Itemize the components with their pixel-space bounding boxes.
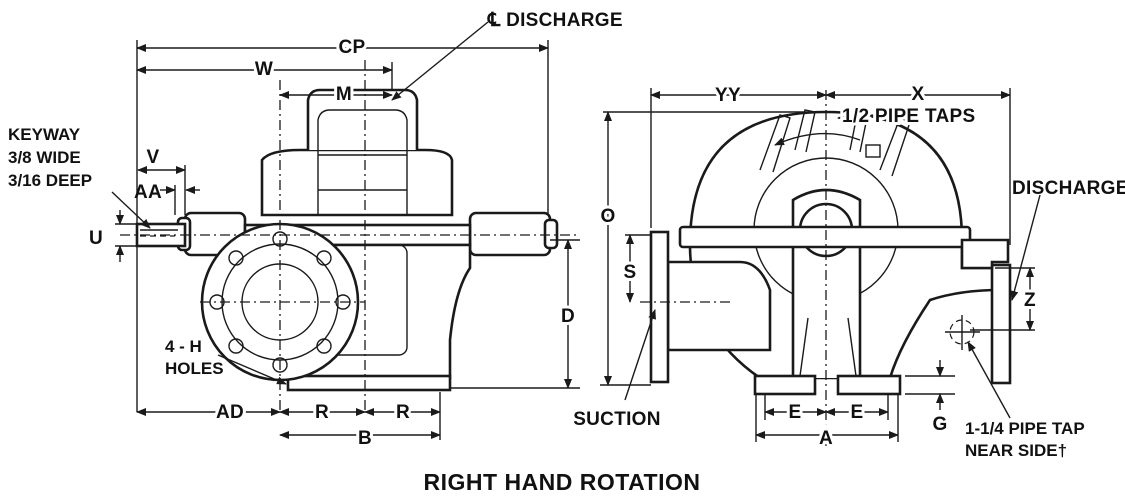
b-label: B xyxy=(358,428,372,449)
holes-label-2: HOLES xyxy=(165,359,224,378)
side-view xyxy=(111,21,580,440)
yy-label: YY xyxy=(715,85,741,106)
x-label: X xyxy=(912,84,925,105)
pipe-tap-label-1: 1-1/4 PIPE TAP xyxy=(965,419,1085,438)
d-label: D xyxy=(561,306,575,327)
keyway-label-3: 3/16 DEEP xyxy=(8,171,92,190)
z-label: Z xyxy=(1024,290,1036,311)
pipe-taps-label: 1/2 PIPE TAPS xyxy=(842,106,975,127)
keyway-label-2: 3/8 WIDE xyxy=(8,148,81,167)
ad-label: AD xyxy=(216,402,244,423)
holes-label-1: 4 - H xyxy=(165,337,202,356)
cl-discharge-label: ℄ DISCHARGE xyxy=(487,10,623,31)
w-label: W xyxy=(255,59,273,80)
aa-label: AA xyxy=(134,182,162,203)
keyway-label-1: KEYWAY xyxy=(8,125,81,144)
m-label: M xyxy=(336,84,352,105)
v-label: V xyxy=(147,147,160,168)
o-label: O xyxy=(600,206,615,227)
e-label-left: E xyxy=(789,402,802,423)
r-label-left: R xyxy=(315,402,329,423)
discharge-label: DISCHARGE xyxy=(1012,178,1125,199)
drawing-title: RIGHT HAND ROTATION xyxy=(424,469,701,495)
pipe-tap-label-2: NEAR SIDE† xyxy=(965,441,1067,460)
r-label-right: R xyxy=(396,402,410,423)
end-view xyxy=(600,88,1041,448)
a-label: A xyxy=(819,428,833,449)
cp-label: CP xyxy=(339,37,366,58)
suction-label: SUCTION xyxy=(573,409,661,430)
g-label: G xyxy=(932,414,947,435)
u-label: U xyxy=(89,228,103,249)
e-label-right: E xyxy=(851,402,864,423)
s-label: S xyxy=(624,262,637,283)
